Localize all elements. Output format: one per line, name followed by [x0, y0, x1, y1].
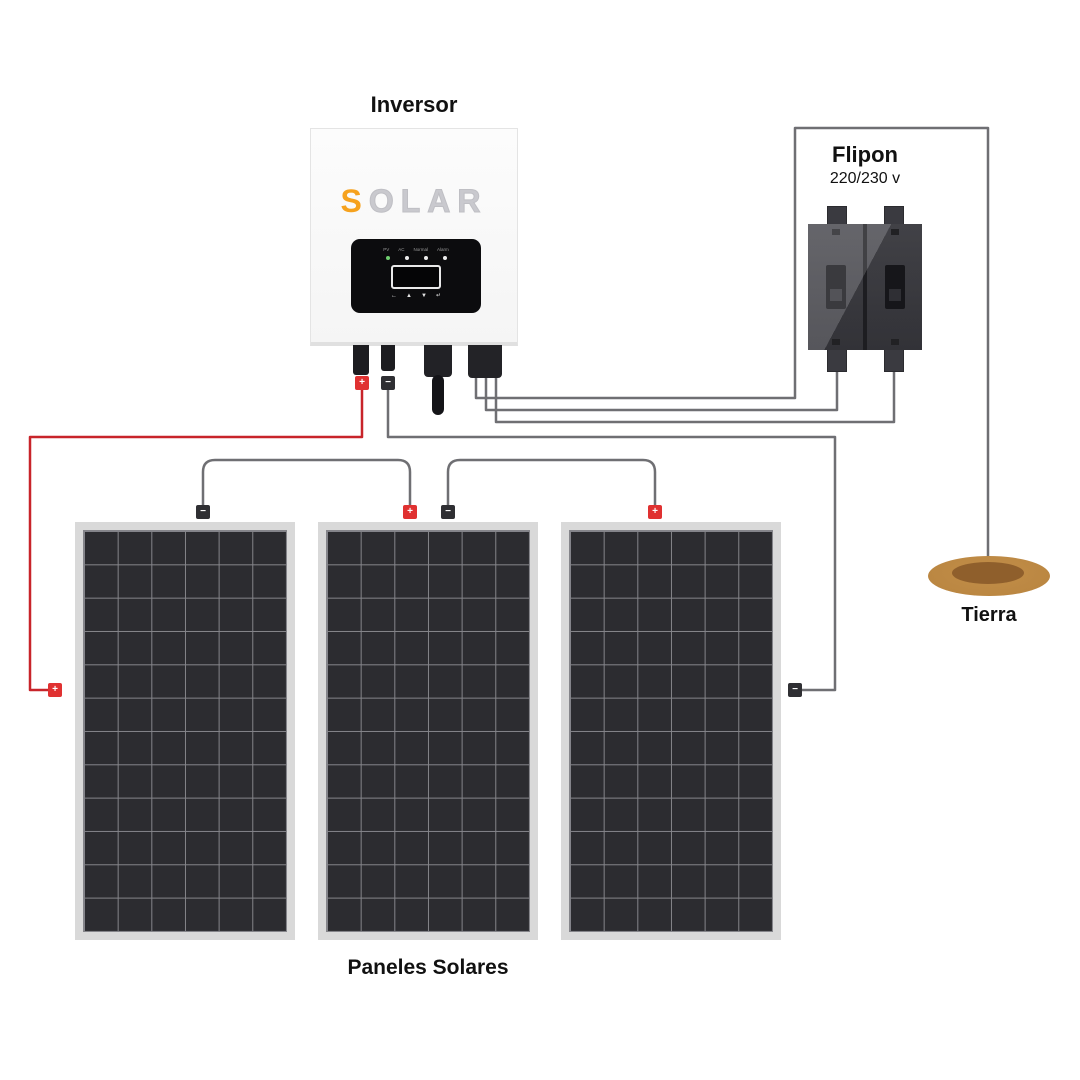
led-indicators [385, 255, 447, 260]
solar-panel-3 [561, 522, 781, 940]
panel3-side-minus-marker: − [788, 683, 802, 697]
breaker-top-terminal-2 [884, 206, 904, 226]
down-icon: ▼ [420, 292, 427, 299]
led-normal-icon [423, 255, 428, 260]
panel-cells [83, 530, 287, 932]
inverter-display: PV AC Normal Alarm ← ▲ ▼ ↵ [351, 239, 481, 313]
inverter-unit: SOLAR PV AC Normal Alarm ← ▲ ▼ ↵ [310, 128, 518, 346]
panel1-minus-marker: − [196, 505, 210, 519]
breaker-lever-2 [884, 265, 905, 309]
breaker-bottom-terminal-1 [827, 348, 847, 372]
breaker-bottom-terminal-2 [884, 348, 904, 372]
dc-positive-wire [28, 388, 364, 692]
inverter-logo: SOLAR [311, 183, 517, 219]
led-pv-icon [385, 255, 390, 260]
logo-letters-olar: OLAR [368, 183, 488, 219]
panel-link-wire-2 [446, 458, 657, 508]
panels-label: Paneles Solares [347, 956, 509, 979]
screw-icon [831, 339, 840, 345]
ac-line-wire-1 [484, 370, 839, 412]
display-buttons: ← ▲ ▼ ↵ [391, 293, 441, 299]
ground-wire [474, 126, 990, 562]
inverter-plus-marker: + [355, 376, 369, 390]
inverter-label: Inversor [370, 92, 458, 117]
ac-output-terminal [468, 345, 502, 378]
enter-icon: ↵ [435, 292, 441, 299]
panel-cells [569, 530, 773, 932]
up-icon: ▲ [406, 292, 412, 299]
inverter-minus-marker: − [381, 376, 395, 390]
esc-icon: ← [391, 292, 398, 299]
screw-icon [890, 339, 899, 345]
breaker-lever-1 [825, 265, 846, 309]
indicator-label-pv: PV [383, 247, 390, 252]
dc-negative-wire [386, 388, 837, 692]
screw-icon [831, 229, 840, 235]
led-ac-icon [404, 255, 409, 260]
screw-icon [890, 229, 899, 235]
panel-cells [326, 530, 530, 932]
logo-letter-s: S [340, 183, 369, 219]
indicator-label-normal: Normal [413, 247, 429, 252]
solar-panel-2 [318, 522, 538, 940]
breaker-label: Flipon [832, 142, 898, 167]
dc-terminal-negative [381, 345, 395, 371]
breaker-top-terminal-1 [827, 206, 847, 226]
panel2-plus-marker: + [403, 505, 417, 519]
led-alarm-icon [442, 255, 447, 260]
ac-line-wire-2 [494, 370, 896, 424]
breaker-module-1 [808, 224, 863, 350]
panel3-plus-marker: + [648, 505, 662, 519]
ground-label: Tierra [961, 604, 1017, 626]
indicator-label-ac: AC [398, 247, 405, 252]
breaker-voltage-label: 220/230 v [829, 170, 901, 187]
cable-gland [424, 345, 452, 377]
lcd-screen [391, 264, 441, 289]
solar-panel-1 [75, 522, 295, 940]
panel2-minus-marker: − [441, 505, 455, 519]
panel-link-wire-1 [201, 458, 412, 508]
breaker-module-2 [867, 224, 922, 350]
panel1-side-plus-marker: + [48, 683, 62, 697]
indicator-labels: PV AC Normal Alarm [383, 247, 449, 253]
cable-stub [432, 375, 444, 415]
dc-terminal-positive [353, 345, 369, 375]
indicator-label-alarm: Alarm [437, 247, 449, 252]
ground-mound-hole [952, 562, 1024, 584]
breaker-unit [808, 224, 922, 350]
